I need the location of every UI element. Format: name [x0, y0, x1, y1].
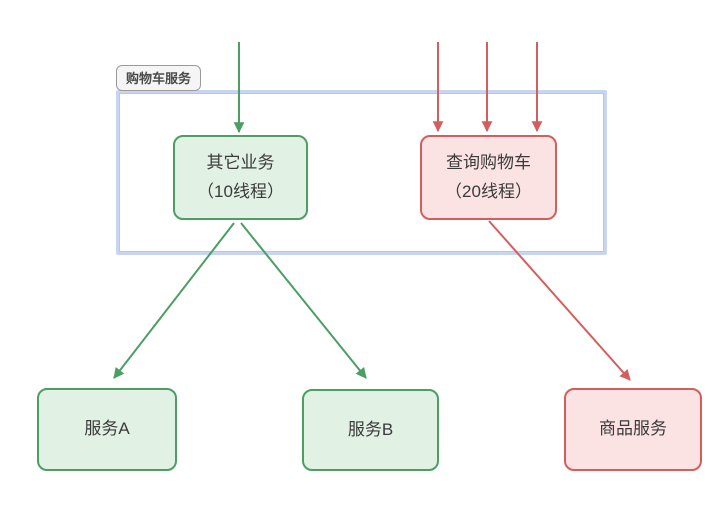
- node-query-cart: 查询购物车 （20线程）: [420, 135, 557, 220]
- edge-other-business-to-service-b: [240, 222, 367, 379]
- node-label: 服务B: [347, 419, 394, 439]
- group-label-cart-service: 购物车服务: [116, 65, 202, 91]
- node-sublabel: （20线程）: [445, 181, 532, 201]
- node-label: 其它业务: [206, 153, 275, 173]
- edge-query-cart-to-product-service: [488, 220, 631, 381]
- node-other-business: 其它业务 （10线程）: [173, 135, 308, 220]
- group-container-inner-border: [119, 93, 604, 252]
- node-service-a: 服务A: [37, 388, 177, 471]
- edge-other-business-to-service-a: [113, 222, 235, 379]
- node-label: 商品服务: [599, 419, 667, 439]
- node-query-cart-text: 查询购物车 （20线程）: [445, 149, 532, 205]
- node-other-business-text: 其它业务 （10线程）: [197, 149, 284, 205]
- node-sublabel: （10线程）: [197, 181, 284, 201]
- node-product-service: 商品服务: [564, 388, 702, 471]
- node-label: 服务A: [84, 419, 130, 439]
- node-label: 查询购物车: [445, 153, 531, 173]
- node-service-b: 服务B: [302, 389, 439, 471]
